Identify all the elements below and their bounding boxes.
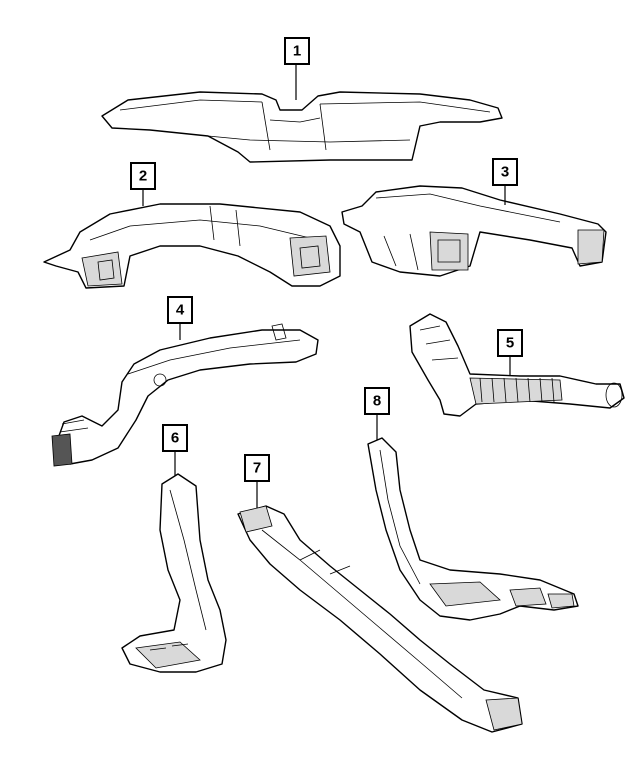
part-8-duct: [367, 437, 579, 621]
svg-text:3: 3: [501, 164, 509, 181]
svg-text:4: 4: [176, 302, 185, 319]
callout-5: 5: [497, 329, 523, 357]
part-3-duct: [341, 185, 607, 277]
callout-3: 3: [492, 158, 518, 186]
part-5-duct: [409, 313, 625, 417]
part-4-duct: [51, 323, 319, 467]
svg-text:6: 6: [171, 430, 179, 447]
part-2-duct: [43, 203, 341, 289]
part-6-duct: [121, 473, 227, 673]
callout-4: 4: [167, 296, 193, 324]
callout-7: 7: [244, 454, 270, 482]
callout-1: 1: [284, 37, 310, 65]
svg-text:8: 8: [373, 393, 381, 410]
part-1-duct: [101, 91, 503, 163]
svg-text:5: 5: [506, 335, 514, 352]
callout-6: 6: [162, 424, 188, 452]
svg-text:1: 1: [293, 43, 301, 60]
callout-8: 8: [364, 387, 390, 415]
part-7-duct: [237, 505, 523, 733]
svg-text:7: 7: [253, 460, 261, 477]
svg-text:2: 2: [139, 168, 147, 185]
callout-2: 2: [130, 162, 156, 190]
